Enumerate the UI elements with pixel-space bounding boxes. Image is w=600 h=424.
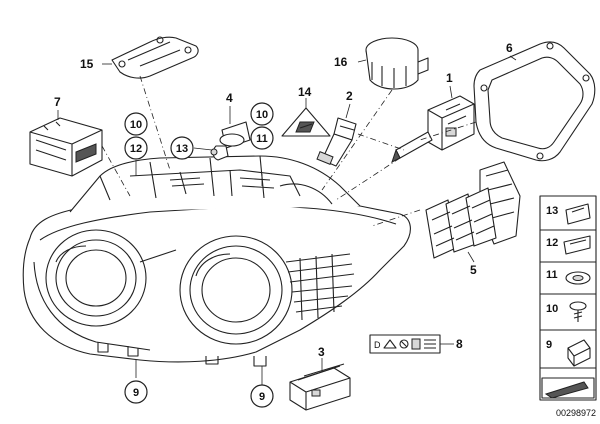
legend-11: 11 [546,269,558,281]
callout-5-text: 5 [470,263,477,277]
callout-3: 3 [318,345,325,359]
callout-15: 15 [80,57,94,71]
callout-9a: 9 [124,380,148,404]
leader-lines [57,55,517,386]
callout-16-text: 16 [334,55,348,69]
callout-11: 11 [250,126,274,150]
callout-13-text: 13 [176,143,188,155]
callout-12-text: 12 [130,143,142,155]
callout-10a-text: 10 [130,119,142,131]
legend-12: 12 [546,237,558,249]
callout-7: 7 [54,95,61,109]
callout-14: 14 [298,85,312,99]
callout-9b: 9 [250,384,274,408]
callout-16: 16 [334,55,348,69]
part-8-label: D [369,334,441,354]
headlight-housing [22,155,411,367]
callout-11-text: 11 [256,133,268,145]
callout-10b-text: 10 [256,109,268,121]
callout-5: 5 [470,263,477,277]
callout-12: 12 [124,136,148,160]
part-15-cover [111,36,199,79]
callout-7-text: 7 [54,95,61,109]
callout-6-text: 6 [506,41,513,55]
callout-8-text: 8 [456,337,463,351]
callout-1: 1 [446,71,453,85]
legend-13: 13 [546,205,558,217]
callout-4: 4 [226,91,233,105]
part-14-warning-label [281,107,331,137]
part-3-ballast [289,363,351,411]
callout-9a-text: 9 [133,387,139,399]
image-code: 00298972 [556,408,596,418]
callout-9b-text: 9 [259,391,265,403]
part-7-module [29,117,103,177]
part-1-igniter [391,95,475,163]
callout-6: 6 [506,41,513,55]
callout-13: 13 [170,136,194,160]
part-5-boards [425,161,521,259]
callout-10a: 10 [124,112,148,136]
callout-2-text: 2 [346,89,353,103]
callout-4-text: 4 [226,91,233,105]
part-2-bulb [316,117,357,167]
part-6-gasket [473,41,596,162]
legend-10: 10 [546,303,558,315]
callout-10b: 10 [250,102,274,126]
label-8-text: D [374,340,381,350]
part-16-cap [365,37,429,90]
part-4-bulb [210,121,251,161]
legend-panel [539,195,597,401]
callout-8: 8 [456,337,463,351]
callout-3-text: 3 [318,345,325,359]
callout-15-text: 15 [80,57,94,71]
callout-14-text: 14 [298,85,312,99]
legend-9: 9 [546,339,552,351]
callout-1-text: 1 [446,71,453,85]
callout-2: 2 [346,89,353,103]
